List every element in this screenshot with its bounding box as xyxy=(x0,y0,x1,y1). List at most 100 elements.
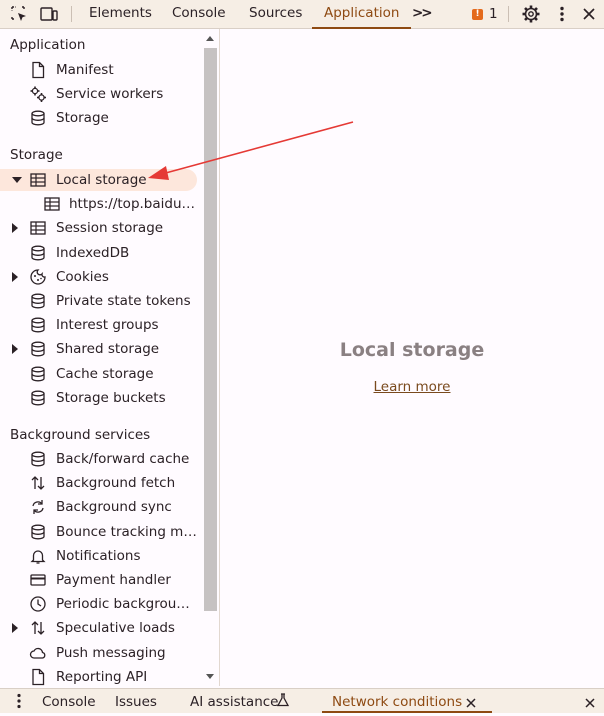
sidebar-item-speculative-loads[interactable]: Speculative loads xyxy=(0,617,197,639)
sidebar-item-cache-storage[interactable]: Cache storage xyxy=(0,363,197,385)
section-heading: Application xyxy=(10,37,86,53)
scrollbar-thumb[interactable] xyxy=(204,48,217,611)
database-icon xyxy=(29,340,47,358)
sidebar-item-label: Push messaging xyxy=(56,644,166,661)
cloud-icon xyxy=(29,644,47,662)
sidebar-item-label: Background sync xyxy=(56,499,172,516)
scroll-up-arrow-icon[interactable] xyxy=(206,36,214,41)
scroll-down-arrow-icon[interactable] xyxy=(206,674,214,679)
sidebar-item-reporting-api[interactable]: Reporting API xyxy=(0,666,197,686)
sidebar-item-label: Periodic backgroun... xyxy=(56,596,197,613)
sidebar-item-storage[interactable]: Storage xyxy=(0,107,197,129)
issues-counter[interactable]: ! 1 xyxy=(472,6,498,22)
sidebar-item-periodic-backgroun[interactable]: Periodic backgroun... xyxy=(0,593,197,615)
tab-application[interactable]: Application xyxy=(311,0,412,29)
tab-elements[interactable]: Elements xyxy=(89,5,152,21)
sidebar-item-cookies[interactable]: Cookies xyxy=(0,266,197,288)
sidebar-item-private-state-tokens[interactable]: Private state tokens xyxy=(0,290,197,312)
toolbar-separator xyxy=(508,6,509,22)
more-tabs-button[interactable]: >> xyxy=(412,5,433,21)
issues-icon: ! xyxy=(472,8,483,20)
sidebar-item-label: Cache storage xyxy=(56,365,154,382)
sidebar-item-push-messaging[interactable]: Push messaging xyxy=(0,642,197,664)
table-icon xyxy=(29,219,47,237)
drawer-tab-console[interactable]: Console xyxy=(42,694,96,710)
sidebar-item-label: Service workers xyxy=(56,86,164,103)
collapsed-arrow-icon[interactable] xyxy=(12,223,18,234)
sidebar-item-label: Reporting API xyxy=(56,668,148,685)
sidebar-item-notifications[interactable]: Notifications xyxy=(0,545,197,567)
sidebar-item-label: IndexedDB xyxy=(56,244,130,261)
credit-card-icon xyxy=(29,571,47,589)
sidebar-item-label: Manifest xyxy=(56,62,114,78)
toolbar-separator xyxy=(71,6,72,22)
gears-icon xyxy=(29,85,47,103)
database-icon xyxy=(29,389,47,407)
main-title: Local storage xyxy=(339,339,485,361)
sidebar-item-https-top-baidu[interactable]: https://top.baidu.... xyxy=(0,193,197,215)
more-vert-icon[interactable] xyxy=(552,4,572,24)
close-tab-icon[interactable] xyxy=(466,697,476,708)
sidebar-item-indexeddb[interactable]: IndexedDB xyxy=(0,242,197,264)
database-icon xyxy=(29,450,47,468)
sidebar-item-bounce-tracking-mi[interactable]: Bounce tracking mi... xyxy=(0,521,197,543)
sync-icon xyxy=(29,498,47,516)
section-heading: Background services xyxy=(10,427,151,443)
file-icon xyxy=(29,61,47,79)
collapsed-arrow-icon[interactable] xyxy=(12,271,18,282)
sidebar-item-label: Interest groups xyxy=(56,317,159,334)
inspect-element-icon[interactable] xyxy=(9,4,29,24)
sidebar-item-background-sync[interactable]: Background sync xyxy=(0,496,197,518)
table-icon xyxy=(29,171,47,189)
sidebar-item-interest-groups[interactable]: Interest groups xyxy=(0,314,197,336)
database-icon xyxy=(29,109,47,127)
sidebar-item-back-forward-cache[interactable]: Back/forward cache xyxy=(0,448,197,470)
drawer-tab-issues[interactable]: Issues xyxy=(115,694,157,710)
sidebar-item-label: Local storage xyxy=(56,172,147,188)
sidebar-item-label: Private state tokens xyxy=(56,293,191,309)
sidebar-item-shared-storage[interactable]: Shared storage xyxy=(0,338,197,360)
database-icon xyxy=(29,365,47,383)
drawer-tab-network-conditions[interactable]: Network conditions xyxy=(321,689,493,713)
sidebar-item-label: Notifications xyxy=(56,547,141,564)
sidebar-item-service-workers[interactable]: Service workers xyxy=(0,83,197,105)
sidebar-item-background-fetch[interactable]: Background fetch xyxy=(0,472,197,494)
pane-divider[interactable] xyxy=(219,29,220,686)
sidebar-item-session-storage[interactable]: Session storage xyxy=(0,217,197,239)
sidebar-item-local-storage[interactable]: Local storage xyxy=(0,169,197,191)
sidebar-item-payment-handler[interactable]: Payment handler xyxy=(0,569,197,591)
database-icon xyxy=(29,523,47,541)
sidebar-item-storage-buckets[interactable]: Storage buckets xyxy=(0,387,197,409)
sidebar-item-label: Speculative loads xyxy=(56,620,175,637)
sidebar-item-label: Cookies xyxy=(56,268,109,285)
collapsed-arrow-icon[interactable] xyxy=(12,623,18,634)
table-icon xyxy=(43,195,61,213)
device-toggle-icon[interactable] xyxy=(39,4,59,24)
file-icon xyxy=(29,668,47,686)
sidebar-item-label: https://top.baidu.... xyxy=(69,196,197,213)
database-icon xyxy=(29,316,47,334)
sidebar-item-label: Back/forward cache xyxy=(56,451,190,467)
expanded-arrow-icon[interactable] xyxy=(12,177,22,183)
tab-console[interactable]: Console xyxy=(172,5,226,21)
section-heading: Storage xyxy=(10,147,63,163)
up-down-arrows-icon xyxy=(29,619,47,637)
sidebar-item-manifest[interactable]: Manifest xyxy=(0,59,197,81)
close-icon[interactable] xyxy=(579,4,599,24)
learn-more-link[interactable]: Learn more xyxy=(373,379,451,395)
flask-icon xyxy=(275,692,295,712)
cookie-icon xyxy=(29,268,47,286)
collapsed-arrow-icon[interactable] xyxy=(12,344,18,355)
sidebar-item-label: Bounce tracking mi... xyxy=(56,523,197,540)
sidebar-item-label: Session storage xyxy=(56,220,164,237)
tab-sources[interactable]: Sources xyxy=(249,5,303,21)
drawer-tab-ai-assistance[interactable]: AI assistance xyxy=(190,694,279,710)
gear-icon[interactable] xyxy=(521,4,541,24)
database-icon xyxy=(29,292,47,310)
up-down-arrows-icon xyxy=(29,474,47,492)
close-drawer-icon[interactable] xyxy=(585,697,595,708)
sidebar-item-label: Shared storage xyxy=(56,341,160,358)
drawer-menu-icon[interactable] xyxy=(9,691,29,711)
sidebar-item-label: Background fetch xyxy=(56,475,176,492)
